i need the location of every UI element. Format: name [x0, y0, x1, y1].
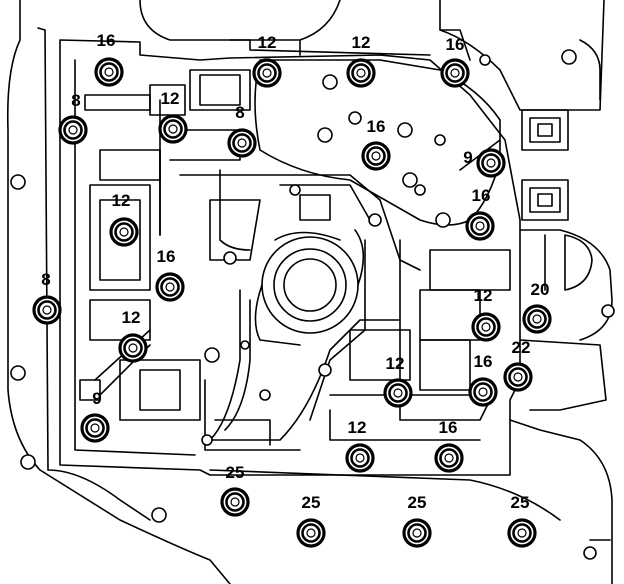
bolt-1: 16 [94, 31, 124, 87]
bolt-3: 12 [346, 33, 376, 88]
bolt-14: 12 [471, 286, 501, 342]
bolt-center [237, 138, 247, 148]
bolt-center [262, 68, 272, 78]
bolt-20: 9 [80, 389, 110, 443]
bolt-center [371, 151, 381, 161]
bolt-length-label: 12 [258, 33, 277, 52]
bolt-center [486, 158, 496, 168]
bolt-length-label: 25 [302, 493, 321, 512]
bolt-9: 9 [463, 148, 506, 178]
bolt-length-label: 25 [408, 493, 427, 512]
bolt-23: 25 [220, 463, 250, 517]
bolt-12: 16 [155, 247, 185, 302]
bolt-21: 12 [345, 418, 375, 473]
bolt-center [168, 124, 178, 134]
solenoid-connectors [521, 109, 593, 291]
bolt-center [355, 453, 365, 463]
bolt-length-label: 16 [367, 117, 386, 136]
bolt-2: 12 [252, 33, 282, 88]
bolt-6: 12 [158, 89, 188, 144]
bolt-16: 12 [118, 308, 148, 363]
holes [10, 49, 615, 560]
bolt-center [481, 322, 491, 332]
bolt-length-label: 12 [474, 286, 493, 305]
bolt-center [478, 387, 488, 397]
bolt-25: 25 [402, 493, 432, 548]
bolt-length-label: 12 [348, 418, 367, 437]
bolt-5: 8 [58, 91, 88, 145]
bolt-length-label: 16 [472, 186, 491, 205]
bolt-22: 16 [434, 418, 464, 473]
bolt-center [444, 453, 454, 463]
bolt-center [90, 423, 100, 433]
bolt-19: 16 [468, 352, 498, 407]
bolt-length-label: 8 [41, 270, 50, 289]
bolt-17: 22 [503, 338, 533, 392]
bolt-26: 25 [507, 493, 537, 548]
bolt-center [517, 528, 527, 538]
bolt-length-label: 9 [92, 389, 101, 408]
bolt-length-label: 16 [474, 352, 493, 371]
bolt-10: 12 [109, 191, 139, 247]
valve-body-plate [59, 39, 521, 476]
bolt-center [412, 528, 422, 538]
bolt-center [475, 221, 485, 231]
bolt-center [356, 68, 366, 78]
bolt-length-label: 16 [97, 31, 116, 50]
bolt-13: 8 [32, 270, 62, 325]
bolt-4: 16 [440, 35, 470, 88]
bolt-length-label: 16 [446, 35, 465, 54]
bolt-length-label: 12 [112, 191, 131, 210]
bolt-center [42, 305, 52, 315]
bolt-length-label: 8 [235, 103, 244, 122]
bolt-24: 25 [296, 493, 326, 548]
bolt-center [104, 67, 114, 77]
bolt-center [165, 282, 175, 292]
bolt-length-label: 25 [226, 463, 245, 482]
bolt-center [119, 227, 129, 237]
bolt-length-label: 20 [531, 280, 550, 299]
bolt-center [128, 343, 138, 353]
bolt-length-label: 12 [161, 89, 180, 108]
bolt-15: 20 [522, 280, 552, 334]
bolt-length-label: 8 [71, 91, 80, 110]
bolt-center [68, 125, 78, 135]
bolt-length-label: 16 [439, 418, 458, 437]
bolt-18: 12 [383, 354, 413, 408]
bolt-center [450, 68, 460, 78]
bolt-length-label: 12 [386, 354, 405, 373]
bolt-center [513, 372, 523, 382]
case-outline [6, 0, 613, 584]
bolt-length-label: 25 [511, 493, 530, 512]
bolt-length-label: 12 [352, 33, 371, 52]
bolt-7: 8 [227, 103, 257, 158]
bolt-length-label: 16 [157, 247, 176, 266]
center-hub [254, 229, 365, 346]
bolt-center [532, 314, 542, 324]
bolt-length-label: 22 [512, 338, 531, 357]
bolt-11: 16 [465, 186, 495, 241]
bolt-center [230, 497, 240, 507]
bolt-8: 16 [361, 117, 391, 171]
bolt-center [393, 388, 403, 398]
bolt-length-label: 12 [122, 308, 141, 327]
bolt-length-label: 9 [463, 148, 472, 167]
bolt-center [306, 528, 316, 538]
